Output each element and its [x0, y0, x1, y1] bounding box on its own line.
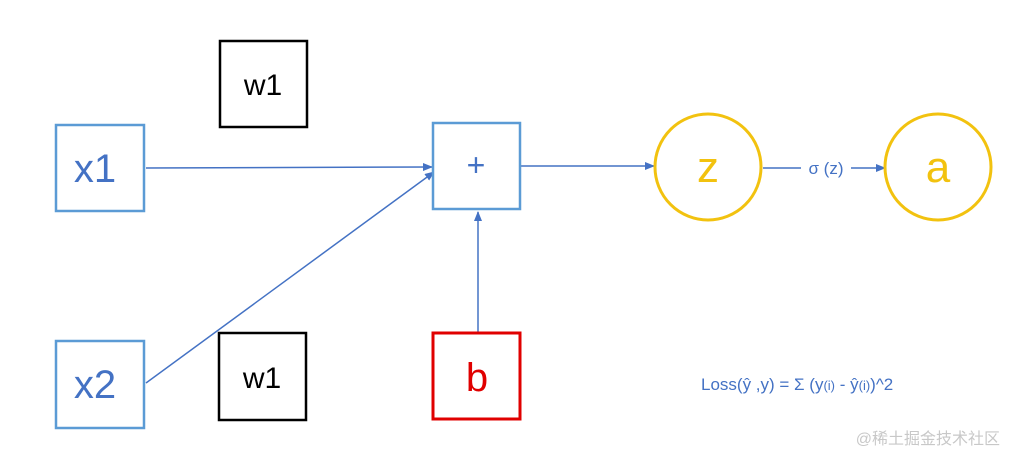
input-node-x1: x1 — [54, 123, 146, 213]
edge-x1-to-sum — [145, 163, 433, 172]
sum-node: + — [431, 121, 522, 211]
loss-formula-subscript-2: (i) — [859, 378, 871, 393]
activation-label: σ (z) — [808, 159, 843, 178]
loss-formula-part-2: - ŷ — [835, 375, 859, 394]
input-node-x2: x2 — [54, 339, 146, 430]
watermark: @稀土掘金技术社区 — [856, 430, 1000, 448]
bias-label: b — [466, 356, 488, 400]
loss-formula-part-1: Loss(ŷ ,y) = Σ (y — [701, 375, 824, 394]
weight-node-top: w1 — [218, 39, 309, 129]
loss-formula: Loss(ŷ ,y) = Σ (y(i) - ŷ(i))^2 — [701, 375, 893, 394]
z-node: z — [653, 112, 763, 222]
input-label-x2: x2 — [74, 363, 116, 407]
weight-label-bottom: w1 — [242, 362, 281, 395]
weight-node-bottom: w1 — [217, 331, 308, 422]
z-label: z — [697, 143, 719, 192]
sum-label: + — [467, 147, 486, 183]
bias-node: b — [431, 331, 522, 421]
edge-x2-to-sum — [145, 171, 435, 384]
loss-formula-subscript-1: (i) — [823, 378, 835, 393]
input-label-x1: x1 — [74, 147, 116, 191]
weight-label-top: w1 — [243, 69, 282, 102]
a-node: a — [883, 112, 993, 222]
loss-formula-part-3: )^2 — [870, 375, 893, 394]
a-label: a — [926, 143, 951, 192]
